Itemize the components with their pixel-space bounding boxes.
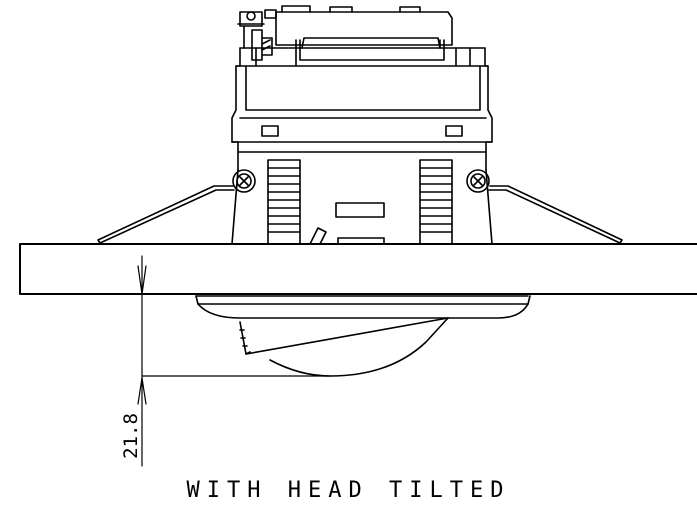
left-screw — [232, 169, 256, 193]
dimension-lines — [137, 255, 331, 467]
left-spring-clip — [97, 185, 235, 244]
ceiling-panel — [19, 243, 697, 295]
sensor-housing — [231, 5, 493, 245]
drawing-caption: WITH HEAD TILTED — [186, 478, 511, 503]
right-spring-clip — [488, 185, 623, 244]
tilted-sensor-head — [239, 317, 449, 377]
dimension-value: 21.8 — [120, 413, 142, 459]
sensor-flange — [195, 295, 531, 319]
right-screw — [466, 169, 490, 193]
